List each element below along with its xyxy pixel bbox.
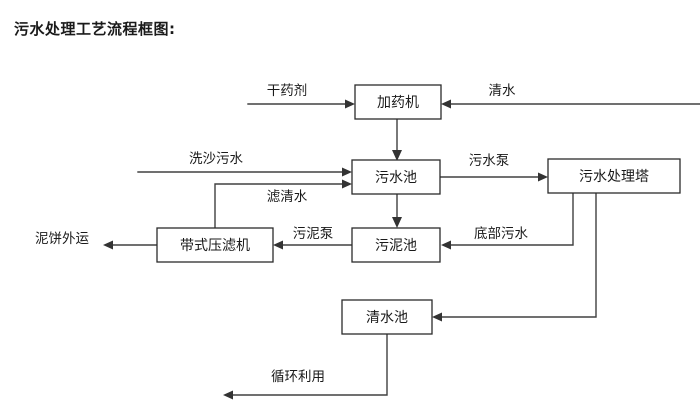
- edge-bottom-water-to-sludge: [441, 192, 574, 250]
- node-belt-filter-press[interactable]: 带式压滤机: [156, 227, 274, 263]
- edge-filtrate-to-sewage: [214, 179, 352, 229]
- edge-sludge-to-filter: [273, 240, 353, 250]
- edge-clean-water-to-dosing: [441, 99, 700, 109]
- edge-label-recycle-use: 循环利用: [271, 369, 325, 385]
- page-title: 污水处理工艺流程框图:: [14, 20, 176, 38]
- node-belt-filter-press-label: 带式压滤机: [180, 238, 250, 254]
- node-dosing-machine-label: 加药机: [377, 95, 419, 111]
- edge-label-filtrate: 滤清水: [267, 189, 308, 205]
- edge-label-wash-sand-sewage: 洗沙污水: [189, 151, 243, 167]
- edge-dosing-to-sewage: [392, 118, 402, 161]
- node-clear-water-pool-label: 清水池: [366, 310, 408, 326]
- edge-label-sludge-pump: 污泥泵: [293, 226, 334, 242]
- node-dosing-machine[interactable]: 加药机: [354, 84, 442, 120]
- node-sewage-treatment-tower-label: 污水处理塔: [579, 169, 649, 185]
- edge-label-bottom-sewage: 底部污水: [474, 226, 528, 242]
- edge-clearwater-recycle: [223, 333, 388, 400]
- edge-wash-sewage-to-sewage: [137, 167, 352, 177]
- edge-sewage-to-sludge: [392, 193, 402, 228]
- node-sewage-pool-label: 污水池: [375, 170, 417, 186]
- node-sewage-pool[interactable]: 污水池: [351, 159, 441, 195]
- edge-label-mud-cake-transport: 泥饼外运: [35, 231, 89, 247]
- edge-sewage-to-tower: [439, 172, 548, 182]
- node-sewage-treatment-tower[interactable]: 污水处理塔: [547, 158, 681, 194]
- edge-filter-to-mud-cake: [103, 240, 158, 250]
- node-clear-water-pool[interactable]: 清水池: [341, 299, 433, 335]
- edge-label-dry-agent: 干药剂: [267, 83, 308, 99]
- edge-label-sewage-pump: 污水泵: [469, 153, 510, 169]
- node-sludge-pool-label: 污泥池: [375, 238, 417, 254]
- edge-tower-to-clearwater: [432, 192, 597, 322]
- edge-dry-agent-to-dosing: [247, 99, 355, 109]
- node-sludge-pool[interactable]: 污泥池: [351, 227, 441, 263]
- edge-label-clean-water: 清水: [489, 83, 517, 99]
